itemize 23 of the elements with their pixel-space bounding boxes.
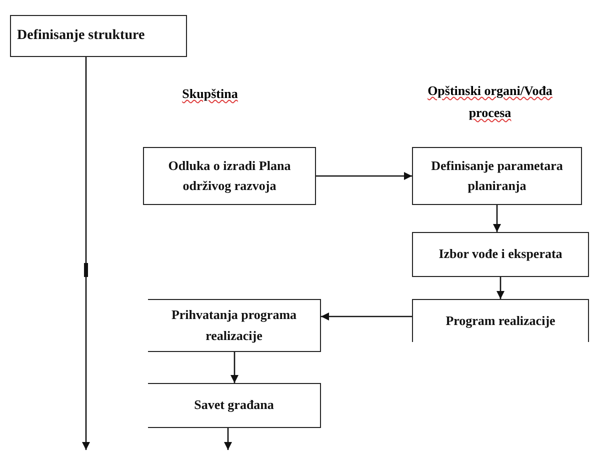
process-box bbox=[412, 232, 589, 277]
process-box bbox=[412, 299, 589, 342]
arrow bbox=[321, 312, 412, 320]
process-box bbox=[143, 147, 316, 205]
arrow bbox=[493, 205, 501, 232]
box-text: Prihvatanja programa realizacije bbox=[170, 306, 298, 345]
box-text: Definisanje parametara planiranja bbox=[430, 156, 564, 195]
box-text: Savet građana bbox=[194, 396, 274, 414]
lane-heading: Opštinski organi/Vođa procesa bbox=[426, 82, 554, 122]
arrow bbox=[230, 352, 238, 383]
process-box bbox=[148, 383, 321, 428]
lane-heading: Skupština bbox=[181, 85, 239, 103]
arrow bbox=[224, 428, 232, 450]
box-text: Program realizacije bbox=[446, 312, 556, 330]
process-box bbox=[148, 299, 321, 352]
process-box bbox=[412, 147, 582, 205]
arrow bbox=[496, 277, 504, 299]
arrow bbox=[316, 172, 412, 180]
arrow bbox=[82, 57, 90, 450]
process-box bbox=[10, 15, 187, 57]
box-text: Izbor vođe i eksperata bbox=[438, 245, 562, 264]
box-text: Definisanje strukture bbox=[17, 27, 145, 46]
box-text: Odluka o izradi Plana održivog razvoja bbox=[167, 156, 292, 195]
